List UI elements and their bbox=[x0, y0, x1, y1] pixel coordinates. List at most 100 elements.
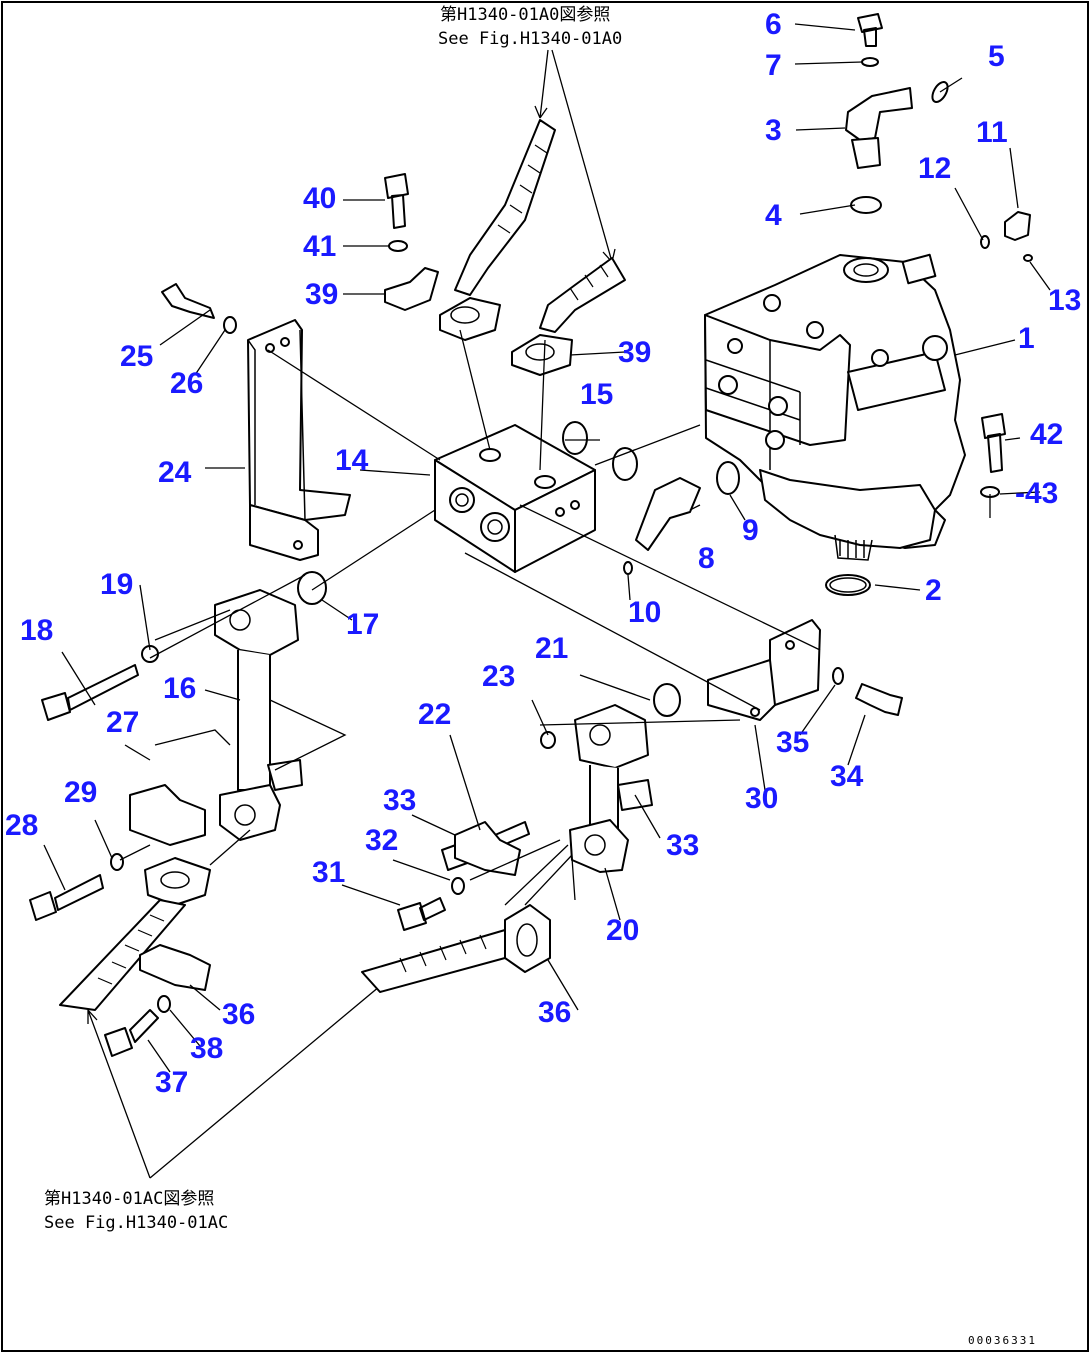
callout-14: 14 bbox=[335, 444, 369, 477]
callout-18: 18 bbox=[20, 614, 53, 647]
callout-labels: 1 2 3 4 5 6 7 8 9 10 11 12 13 14 15 16 1… bbox=[5, 8, 1081, 1099]
part-33-flange bbox=[454, 821, 521, 876]
callout-33-b: 33 bbox=[666, 829, 699, 862]
part-9-oring bbox=[716, 461, 740, 495]
callout-32: 32 bbox=[365, 824, 398, 857]
reference-top-arrow-right bbox=[551, 49, 616, 263]
part-32-washer bbox=[451, 877, 465, 895]
part-17-oring bbox=[297, 571, 327, 605]
callout-38: 38 bbox=[190, 1032, 223, 1065]
part-28-bolt bbox=[29, 874, 104, 921]
callout-40: 40 bbox=[303, 182, 336, 215]
callout-39: 39 bbox=[305, 278, 338, 311]
part-18-bolt bbox=[41, 664, 139, 721]
callout-22: 22 bbox=[418, 698, 451, 731]
callout-leaders bbox=[43, 23, 1051, 1073]
callout-35: 35 bbox=[776, 726, 809, 759]
part-29-washer bbox=[110, 853, 124, 871]
callout-34: 34 bbox=[830, 760, 864, 793]
callout-43: -43 bbox=[1015, 477, 1058, 510]
callout-3: 3 bbox=[765, 114, 782, 147]
part-13-oring bbox=[1023, 254, 1033, 262]
upper-hose-right bbox=[511, 257, 626, 376]
part-34-bolt bbox=[855, 683, 903, 716]
part-39-flange bbox=[384, 267, 439, 311]
lower-hose-left bbox=[59, 857, 211, 1011]
callout-1: 1 bbox=[1018, 322, 1035, 355]
part-35-washer bbox=[832, 667, 844, 685]
assembly-lines bbox=[119, 329, 821, 906]
callout-36-b: 36 bbox=[538, 996, 571, 1029]
reference-bottom: 第H1340-01AC図参照 See Fig.H1340-01AC bbox=[44, 975, 393, 1233]
part-27-flange bbox=[129, 784, 206, 846]
swing-motor bbox=[704, 253, 966, 561]
part-42-bolt bbox=[981, 413, 1006, 473]
callout-9: 9 bbox=[742, 514, 759, 547]
callout-11: 11 bbox=[976, 116, 1008, 149]
part-25-bolt bbox=[161, 283, 215, 319]
callout-15: 15 bbox=[580, 378, 613, 411]
part-23-washer bbox=[540, 731, 556, 749]
part-38-washer bbox=[157, 995, 171, 1013]
callout-17: 17 bbox=[346, 608, 379, 641]
part-8-elbow bbox=[635, 477, 701, 551]
callout-28: 28 bbox=[5, 809, 38, 842]
callout-41: 41 bbox=[303, 230, 336, 263]
callout-25: 25 bbox=[120, 340, 153, 373]
callout-5: 5 bbox=[988, 40, 1005, 73]
reference-top-line1: 第H1340-01A0図参照 bbox=[440, 5, 610, 25]
callout-4: 4 bbox=[765, 199, 782, 232]
part-36-flange bbox=[139, 944, 211, 991]
callout-30: 30 bbox=[745, 782, 778, 815]
callout-42: 42 bbox=[1030, 418, 1063, 451]
callout-37: 37 bbox=[155, 1066, 188, 1099]
part-20-tube bbox=[569, 704, 653, 873]
callout-27: 27 bbox=[106, 706, 139, 739]
part-3-elbow bbox=[845, 87, 913, 141]
part-40-bolt bbox=[384, 173, 409, 229]
callout-13: 13 bbox=[1048, 284, 1081, 317]
part-15-oring-2 bbox=[612, 447, 638, 481]
reference-bottom-arrow-left bbox=[87, 1009, 151, 1179]
callout-19: 19 bbox=[100, 568, 133, 601]
callout-36: 36 bbox=[222, 998, 255, 1031]
part-11-elbow bbox=[1004, 211, 1031, 241]
part-26-washer bbox=[223, 316, 237, 334]
callout-7: 7 bbox=[765, 49, 782, 82]
callout-12: 12 bbox=[918, 152, 951, 185]
reference-bottom-line2: See Fig.H1340-01AC bbox=[44, 1213, 228, 1233]
callout-16: 16 bbox=[163, 672, 196, 705]
part-24-bracket bbox=[247, 319, 351, 561]
callout-31: 31 bbox=[312, 856, 345, 889]
part-6-plug bbox=[857, 13, 883, 47]
document-number: 00036331 bbox=[968, 1334, 1037, 1347]
lower-hose-right bbox=[361, 904, 551, 993]
part-14-block bbox=[434, 424, 596, 573]
callout-8: 8 bbox=[698, 542, 715, 575]
callout-2: 2 bbox=[925, 574, 942, 607]
part-21-oring bbox=[653, 683, 681, 717]
reference-top-arrow-left bbox=[534, 49, 549, 119]
reference-top: 第H1340-01A0図参照 See Fig.H1340-01A0 bbox=[438, 5, 622, 263]
reference-bottom-line1: 第H1340-01AC図参照 bbox=[44, 1189, 214, 1209]
part-31-bolt bbox=[397, 897, 446, 931]
upper-hose-left bbox=[439, 119, 556, 341]
part-10-oring bbox=[623, 561, 633, 575]
callout-6: 6 bbox=[765, 8, 782, 41]
reference-top-line2: See Fig.H1340-01A0 bbox=[438, 29, 622, 49]
callout-29: 29 bbox=[64, 776, 97, 809]
part-4-oring bbox=[850, 196, 882, 214]
callout-26: 26 bbox=[170, 367, 203, 400]
callout-20: 20 bbox=[606, 914, 639, 947]
part-30-bracket bbox=[707, 619, 821, 721]
callout-10: 10 bbox=[628, 596, 661, 629]
part-16-tube bbox=[214, 589, 303, 841]
part-7-oring bbox=[861, 57, 879, 67]
part-15-oring bbox=[562, 421, 588, 455]
part-37-bolt bbox=[104, 1009, 159, 1057]
callout-39-b: 39 bbox=[618, 336, 651, 369]
callout-21: 21 bbox=[535, 632, 568, 665]
callout-23: 23 bbox=[482, 660, 515, 693]
callout-33: 33 bbox=[383, 784, 416, 817]
